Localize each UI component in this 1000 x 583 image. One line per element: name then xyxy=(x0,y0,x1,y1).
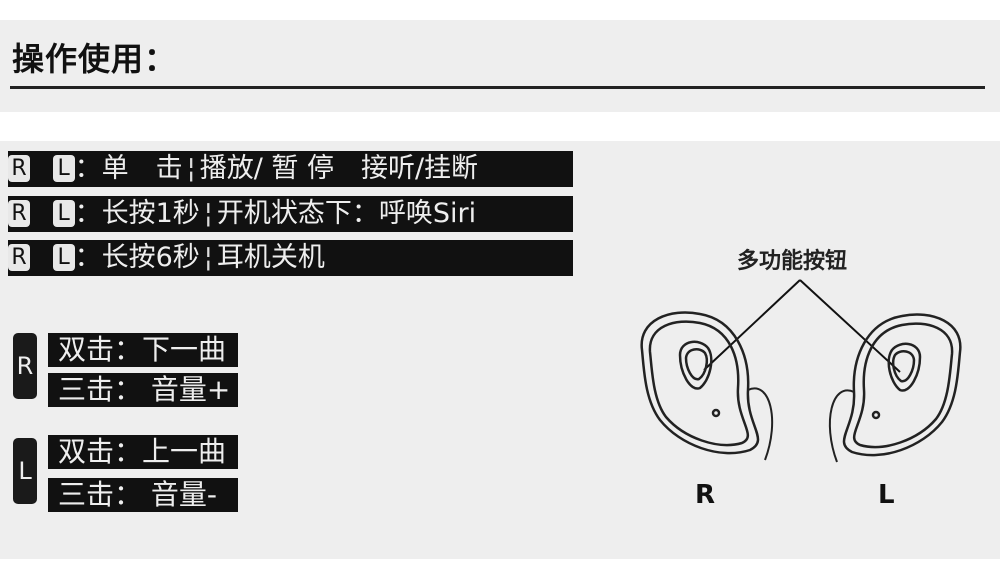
function-label: 耳机关机 xyxy=(216,242,325,273)
callout-line-right xyxy=(703,279,801,371)
r-key-icon: R xyxy=(8,244,30,271)
right-triple-tap: 三击： 音量+ xyxy=(48,373,238,407)
left-double-tap: 双击：上一曲 xyxy=(48,435,238,469)
multifunction-button-callout: 多功能按钮 xyxy=(737,249,848,274)
earbuds-diagram xyxy=(640,279,962,463)
function-label: 开机状态下：呼唤Siri xyxy=(216,198,477,229)
r-key-icon: R xyxy=(8,155,30,182)
left-earbud-tab: L xyxy=(13,438,37,504)
right-earbud-label: R xyxy=(695,480,716,510)
separator: ¦ xyxy=(203,242,213,273)
separator: ¦ xyxy=(186,153,196,184)
action-label: 长按1秒 xyxy=(101,198,200,229)
l-key-icon: L xyxy=(52,155,75,182)
l-key-icon: L xyxy=(52,200,75,227)
action-label: 长按6秒 xyxy=(101,242,200,273)
page-title: 操作使用： xyxy=(12,40,178,78)
left-earbud-icon xyxy=(828,313,962,463)
instruction-row: R L：长按1秒¦开机状态下：呼唤Siri xyxy=(8,196,573,232)
left-earbud-label: L xyxy=(878,480,895,510)
l-key-icon: L xyxy=(52,244,75,271)
right-double-tap: 双击：下一曲 xyxy=(48,333,238,367)
separator: ¦ xyxy=(203,198,213,229)
callout-line-left xyxy=(799,279,901,373)
instruction-row: R L：长按6秒¦耳机关机 xyxy=(8,240,573,276)
right-earbud-tab: R xyxy=(13,333,37,399)
function-label: 播放/ 暂 停 接听/挂断 xyxy=(199,153,479,184)
r-key-icon: R xyxy=(8,200,30,227)
left-triple-tap: 三击： 音量- xyxy=(48,478,238,512)
action-label: 单 击 xyxy=(101,153,183,184)
header-band: 操作使用： xyxy=(0,20,1000,112)
right-earbud-icon xyxy=(640,311,774,461)
title-divider xyxy=(10,86,985,89)
instruction-row: R L：单 击¦播放/ 暂 停 接听/挂断 xyxy=(8,151,573,187)
